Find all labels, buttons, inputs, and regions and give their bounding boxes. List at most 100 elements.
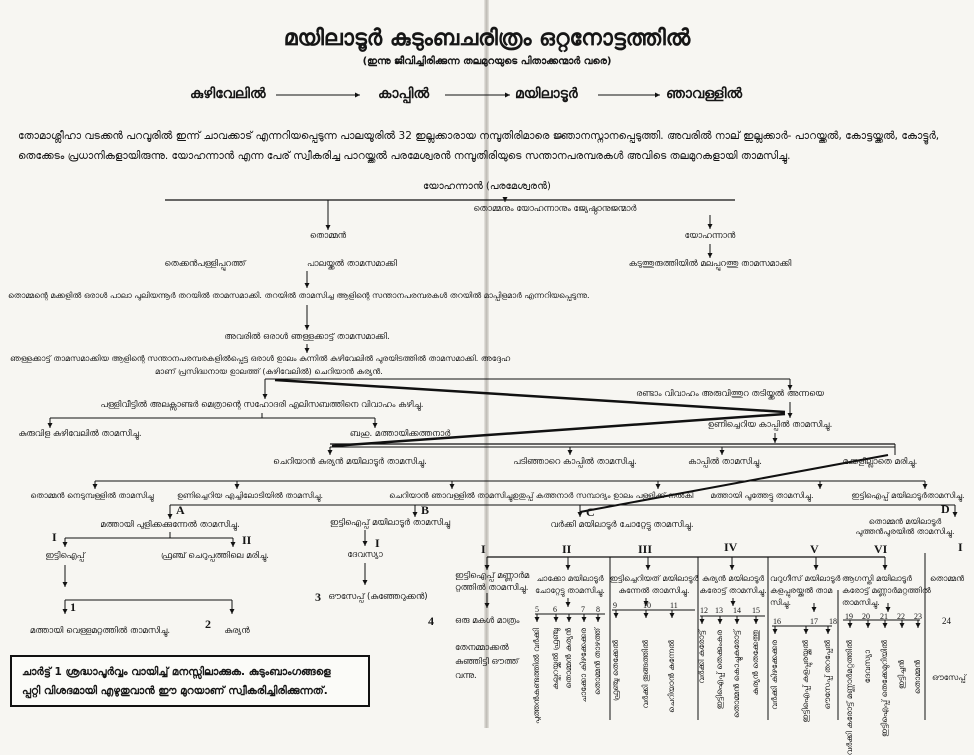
lineage-kappil: കാപ്പിൽ [378,86,430,102]
num-5: 5 [535,605,539,614]
col-4-child: വർക്കി കരോട്ട് [697,630,706,684]
col-7-line1: തൊമ്മൻ [930,574,965,583]
branch-letter-c: C [586,505,595,519]
lineage-mayiladoor: മയിലാടൂർ [515,86,578,102]
num-2: 2 [205,617,211,631]
num-13: 13 [715,606,723,615]
col-3-child: ചെറിയാൻ കുന്നേൽ [667,640,676,713]
tree-kuruvila: കുരുവിള കുഴിവേലിൽ താമസിച്ചു. [18,429,142,439]
tree-kuzhivelil-line2: മാണ് പ്രസിദ്ധനായ ഉാലത്ത് (കുഴിവേലിൽ) ചെറ… [155,367,383,376]
num-18: 18 [829,617,837,626]
num-14: 14 [733,606,741,615]
num-16: 16 [773,617,781,626]
a-roman-2: II [242,533,252,547]
lineage-kuzhivelil: കുഴിവേലിൽ [190,86,266,102]
col-3-roman: III [638,542,653,556]
branch-d-line2: പുത്തൻപുരയിൽ താമസിച്ചു. [855,527,955,536]
col-1-extra3: കുഞ്ഞിട്ടി ഔത്ത് [455,657,519,667]
col-6-child: ദേവസ്യാ [863,650,872,684]
col-1-line2: റ്റത്തിൽ താമസിച്ചു. [455,583,529,593]
col-2-child: പുത്തൻകണ്ടത്തിൽ വർക്കി [532,628,541,725]
col-6-roman: VI [874,542,888,556]
num-24: 24 [942,616,951,626]
gen-mathai: മത്തായി പൂത്തേട്ടു താമസിച്ചു. [710,491,814,500]
col-5-roman: V [810,542,819,556]
col-7-roman: I [958,540,963,554]
col-2-line1: ചാക്കോ മയിലാടൂർ [536,574,604,583]
col-5-line2: കളപ്പുരയ്ക്കൽ താമ [770,586,833,595]
col-5-line3: സിച്ചു. [770,598,792,607]
tree-yohannan: യോഹന്നാൻ [684,231,736,241]
num-11: 11 [670,601,678,610]
col-1-line1: ഇട്ടിഐപ്പ് മണ്ണാർമ [455,571,530,581]
branch-d-line1: തൊമ്മൻ മയിലാടൂർ [868,517,942,526]
tree-second-marriage: രണ്ടാം വിവാഹം അരുവിത്തുറ തടിയ്ക്കൽ അന്നയ… [636,389,824,399]
branch-b: ഇട്ടിഐപ്പ് മയിലാടൂർ താമസിച്ചു [329,518,451,528]
col-3-child: വർക്കി തൂങ്ങത്തിൽ [641,640,650,709]
gen-thomman: തൊമ്മൻ നെടുമ്പള്ളിൽ താമസിച്ചു [30,491,154,500]
num-23: 23 [914,612,922,621]
branch-letter-d: D [941,502,950,516]
tree-njallakkattu: അവരിൽ ഒരാൾ ഞള്ളക്കാട്ട് താമസമാക്കി. [224,332,390,342]
note-line2: പ്പറ്റി വിശദമായി എഴുതുവാൻ ഈ മുറയാണ് സ്വീ… [22,685,328,697]
page-title: മയിലാടൂർ കുടുംബചരിത്രം ഒറ്റനോട്ടത്തിൽ [283,26,691,51]
branch-letter-b: B [421,503,430,517]
col-2-child: തൊമ്മൻ കുര്യൻ [564,628,573,689]
gen-ittiaipu: ഇട്ടിഐപ്പ് മയിലാടൂർതാമസിച്ചു. [851,491,965,500]
col-2-child: കല്ലറയ്ക്കൽ ഫ്രഞ്ചു [551,628,560,690]
num-19: 19 [845,612,853,621]
col-6-child: വർക്കി കരോട്ട് മണ്ണാർമറ്റത്തിൽ [845,640,854,755]
a-roman-1: I [52,530,57,544]
tree-padinjare-kappil: പടിഞ്ഞാറെ കാപ്പിൽ താമസിച്ചു. [513,457,637,467]
col-5-child: ഔസേപ്പ് തറപ്പേൽ [823,640,832,710]
note-box: ചാർട്ട് 1 ശ്രദ്ധാപൂർവ്വം വായിച്ച് മനസ്സി… [10,655,370,707]
num-8: 8 [596,605,600,614]
tree-thekkan: തെക്കൻപള്ളിപ്പുറത്ത് [164,259,246,269]
col-4-line1: കുര്യൻ മയിലാടൂർ [701,574,765,583]
tree-mathai-kathanar: ബഹു. മത്തായിക്കത്തനാർ [349,429,451,439]
tree-lines [47,92,958,720]
gen-uthuppu: ഉതുപ്പ് കത്തനാർ സമ്പാദ്യം ഉാലം പള്ളിക്ക്… [512,491,694,500]
gen-unicheriya: ഉണിച്ചെറിയ എച്ചിലോടിയിൽ താമസിച്ചു. [176,491,324,500]
tree-first-marriage: പള്ളിവീട്ടിൽ അലക്സാണ്ടർ മെത്രാന്റെ സഹോദര… [100,400,424,410]
num-15: 15 [752,606,760,615]
num-1: 1 [70,600,76,614]
branch-a: മത്തായി പുളിക്കക്കുന്നേൽ താമസിച്ചു. [100,520,240,530]
a-grandchild-mathai: മത്തായി വെള്ളമറ്റത്തിൽ താമസിച്ചു. [29,626,171,636]
col-4-line2: കരോട്ട് താമസിച്ചു. [699,586,767,595]
tree-kappil: കാപ്പിൽ താമസിച്ചു. [688,457,762,467]
tree-kuzhivelil-line1: ഞള്ളക്കാട്ട് താമസമാക്കിയ ആളിന്റെ സന്താനപ… [10,354,511,363]
page-subtitle: (ഇന്നു ജീവിച്ചിരിക്കുന്ന തലമുറയുടെ പിതാക… [362,56,612,67]
tree-kaduthuruthy: കടുത്തുരുത്തിയിൽ മലപ്പുറത്തു താമസമാക്കി [628,259,792,269]
col-5-child: വർക്കി കിഴക്കേക്കര [770,640,779,710]
tree-no-children: മക്കളില്ലാതെ മരിച്ചു. [842,457,918,467]
col-6-child: ഇട്ടിച്ചൻ [897,660,906,690]
col-6-line3: താമസിച്ചു. [842,598,880,607]
num-21: 21 [880,612,888,621]
num-4: 4 [428,614,434,628]
col-2-line2: ചോറ്റേട്ടു താമസിച്ചു. [535,586,605,595]
num-10: 10 [643,601,651,610]
a-child-ittiaipu: ഇട്ടിഐപ്പ് [45,551,85,561]
num-22: 22 [897,612,905,621]
page-fold [484,0,489,728]
a-grandchild-kurian: കുര്യൻ [224,626,250,636]
col-2-roman: II [562,542,572,556]
b-roman-1: I [375,536,380,550]
col-3-child: ഫ്രഞ്ചു തെക്കേൽ [611,640,620,702]
col-3-line2: കുന്നേൽ താമസിച്ചു. [618,586,690,595]
col-1-extra1: ഒരു മകൾ മാത്രം [455,616,520,626]
b-grandchild-ouseph: ഔസേപ്പ് (കുഞ്ഞേറുക്കൻ) [328,592,428,602]
num-9: 9 [613,601,617,610]
num-7: 7 [581,605,585,614]
gen-cheriyan: ചെറിയാൻ ഞാവള്ളിൽ താമസിച്ചു. [389,491,515,500]
lineage-njavallil: ഞാവള്ളിൽ [666,86,743,102]
branch-letter-a: A [176,503,185,517]
tree-unicheriya-kappil: ഉണിച്ചെറിയ കാപ്പിൽ താമസിച്ചു. [707,420,833,430]
col-2-child: തൊമ്മൻ താഴത്ത് [593,628,602,695]
tree-cheriyan-kurian: ചെറിയാൻ കുര്യൻ മയിലാടൂർ താമസിച്ചു. [273,457,427,467]
col-5-child: ഇട്ടിഐപ്പ് കളപ്പുരയ്ക്കൽ [801,640,810,723]
num-12: 12 [700,606,708,615]
col-4-child: ഇട്ടിഐപ്പ് തെക്കുംകര [715,630,724,710]
col-3-line1: ഇട്ടിച്ചെറിയത് മയിലാടൂർ [609,574,699,583]
